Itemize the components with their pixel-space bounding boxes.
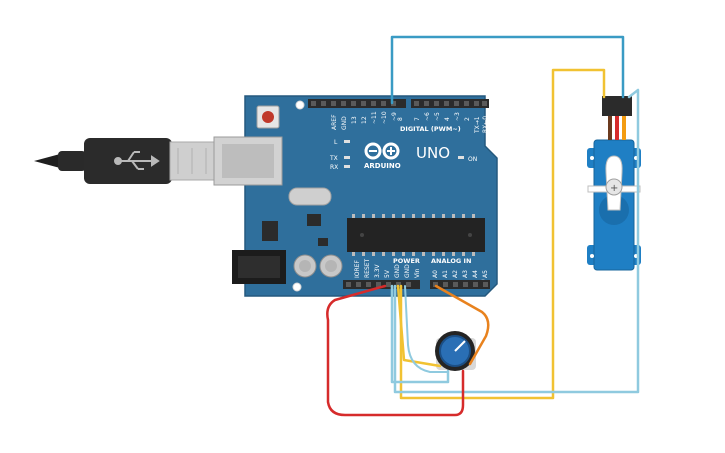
led-on-label: ON: [468, 156, 477, 163]
chip-pins-bottom: [352, 252, 475, 256]
servo-mount-hole: [590, 156, 594, 160]
analog-header-holes: [433, 282, 488, 287]
usb-icon: [114, 151, 160, 170]
voltage-regulator: [262, 221, 278, 241]
wire-orange-pot-wiper: [434, 284, 490, 366]
pin-label-gnd: GND: [341, 116, 348, 130]
tiny-component: [318, 238, 328, 246]
wire-light-blue-pot-gnd: [390, 284, 450, 384]
digital-header-holes: [311, 101, 487, 106]
power-header-holes: [346, 282, 411, 287]
pin-label-aref: AREF: [331, 114, 338, 130]
pin-label-rx0: RX←0: [482, 116, 489, 133]
pin-label-6: ~6: [424, 112, 431, 121]
pin-label-3v3: 3.3V: [374, 263, 381, 278]
servo-shaft-cap: [605, 178, 623, 196]
pin-label-a0: A0: [432, 270, 439, 278]
analog-header: [430, 280, 490, 289]
wire-yellow-servo-power: [399, 68, 606, 400]
mounting-hole: [292, 282, 302, 292]
led-rx-label: RX: [330, 164, 338, 171]
pin-label-a5: A5: [482, 270, 489, 278]
digital-header-label: DIGITAL (PWM~): [400, 125, 461, 133]
digital-header-left: [308, 99, 406, 108]
servo-mount-hole: [590, 254, 594, 258]
power-header-label: POWER: [393, 257, 420, 265]
pin-label-10: ~10: [381, 111, 388, 124]
led-rx: [344, 165, 350, 168]
pin-label-a4: A4: [472, 270, 479, 278]
small-chip: [307, 214, 321, 226]
wires: [326, 35, 640, 417]
led-on: [458, 156, 464, 159]
pin-label-4: 4: [444, 117, 451, 121]
led-tx: [344, 156, 350, 159]
arduino-logo-icon: [364, 142, 400, 160]
led-tx-label: TX: [329, 155, 338, 162]
digital-header-right: [411, 99, 489, 108]
pin-label-9: ~9: [391, 112, 398, 121]
usb-cable: [34, 138, 216, 184]
wire-blue-signal: [390, 35, 625, 105]
brand-label: ARDUINO: [364, 162, 401, 170]
pin-label-5: ~5: [434, 112, 441, 121]
mounting-hole: [295, 100, 305, 110]
pin-label-ioref: IOREF: [354, 260, 361, 278]
pin-label-a3: A3: [462, 270, 469, 278]
pin-label-a1: A1: [442, 270, 449, 278]
wire-red-pot-power: [326, 284, 465, 417]
analog-header-label: ANALOG IN: [431, 257, 471, 265]
arduino-board: L TX RX ON ARDUINO UNO AREF GND 13 12 ~1…: [213, 95, 498, 297]
servo-shaft-plus-icon: +: [610, 183, 618, 194]
pin-label-tx1: TX→1: [474, 116, 481, 134]
pin-label-gnd2: GND: [404, 264, 411, 278]
reset-button-cap[interactable]: [262, 111, 274, 123]
servo-connector: [602, 96, 632, 116]
pin-label-gnd1: GND: [394, 264, 401, 278]
pin-label-13: 13: [351, 116, 358, 124]
pin-label-5v: 5V: [384, 269, 391, 278]
pin-label-reset: RESET: [364, 258, 371, 278]
model-label: UNO: [416, 144, 450, 162]
pot-indicator: [454, 340, 466, 352]
usb-cable-strain-relief: [58, 151, 86, 171]
pin-label-12: 12: [361, 116, 368, 124]
pin-label-vin: Vin: [414, 268, 421, 278]
led-l-label: L: [334, 139, 338, 146]
pin-label-2: 2: [464, 117, 471, 121]
led-l: [344, 140, 350, 143]
pin-label-3: ~3: [454, 112, 461, 121]
wire-light-blue-servo-gnd: [393, 88, 640, 394]
wire-yellow-pot-power: [396, 284, 442, 368]
crystal-oscillator: [288, 187, 332, 206]
pin-label-11: ~11: [371, 111, 378, 124]
pin-label-7: 7: [414, 117, 421, 121]
pin-label-a2: A2: [452, 270, 459, 278]
wire-light-blue-pot-lead: [404, 285, 448, 373]
potentiometer: [435, 331, 476, 371]
chip-pins-top: [352, 214, 475, 218]
usb-cable-tail: [34, 154, 60, 168]
pin-label-8: 8: [397, 117, 404, 121]
atmega-chip: [347, 218, 485, 252]
servo-motor: +: [587, 96, 641, 271]
power-header: [343, 280, 420, 289]
